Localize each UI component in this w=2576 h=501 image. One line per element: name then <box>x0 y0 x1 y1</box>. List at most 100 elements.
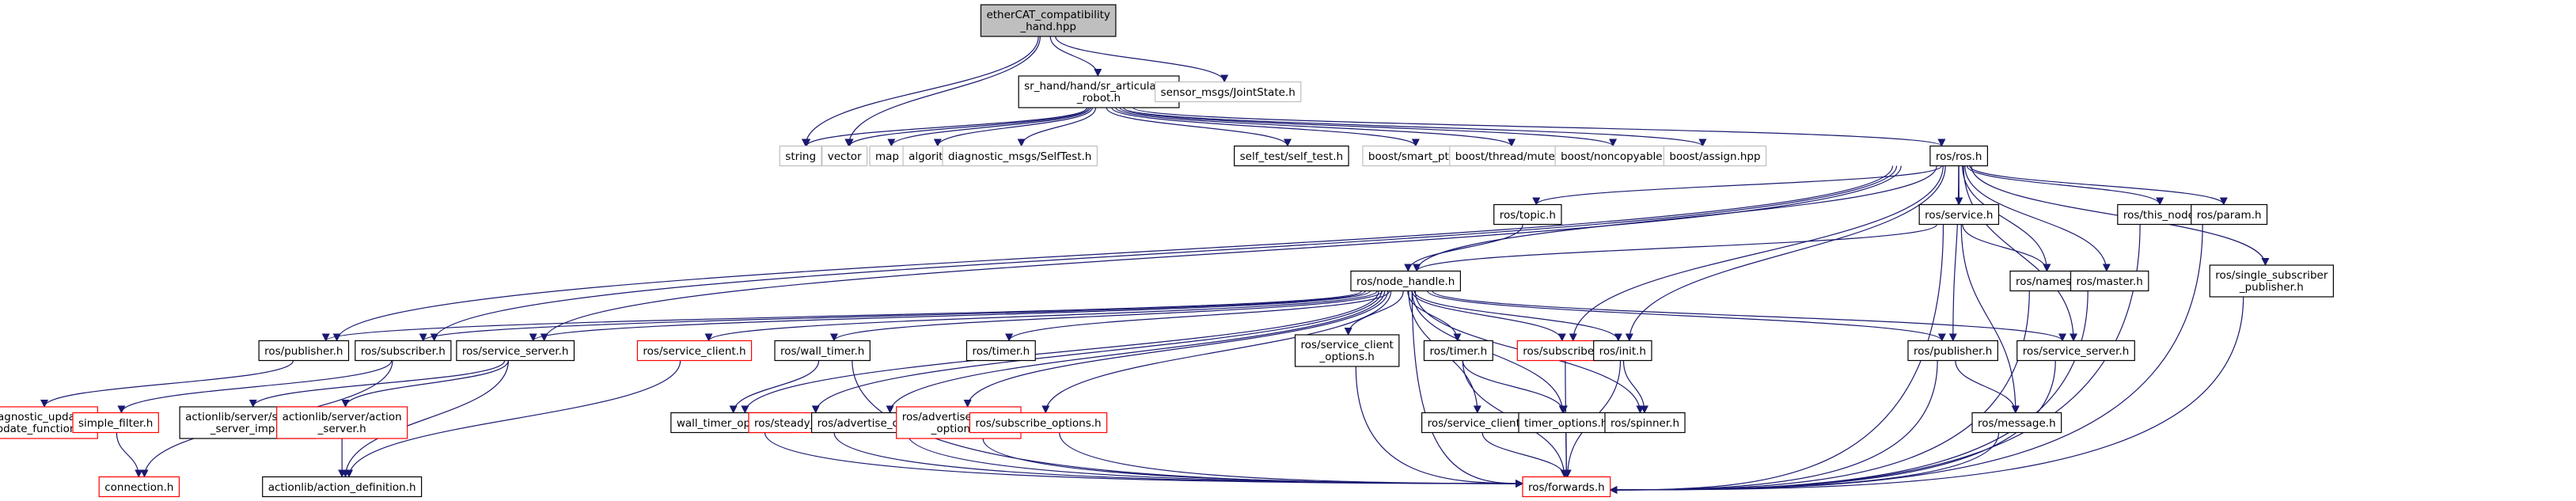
edge-singlesub-to-forwards <box>1609 296 2244 494</box>
node-actdef[interactable]: actionlib/action_definition.h <box>262 476 423 498</box>
node-publisherR[interactable]: ros/publisher.h <box>1907 340 1998 362</box>
node-vector[interactable]: vector <box>821 145 868 167</box>
node-box <box>1663 145 1767 167</box>
node-servclientB[interactable]: ros/service_client.h <box>1421 412 1537 434</box>
node-box <box>1593 340 1652 362</box>
node-map[interactable]: map <box>869 145 905 167</box>
node-label: ros/names.h <box>2016 275 2081 288</box>
edge-ros-to-subscriberL <box>430 165 1898 342</box>
node-box <box>1493 203 1562 226</box>
node-label: ros/node_handle.h <box>1356 275 1455 288</box>
node-master[interactable]: ros/master.h <box>2070 270 2149 292</box>
node-label: ros/ros.h <box>1936 150 1982 163</box>
node-diagupd[interactable]: diagnostic_updater/update_functions.h <box>0 406 98 439</box>
node-label: vector <box>828 150 862 163</box>
node-label: ros/timer.h <box>1429 345 1487 358</box>
node-label: ros/service_client.h <box>643 345 745 358</box>
node-label: ros/service.h <box>1925 209 1993 222</box>
node-sr_art[interactable]: sr_hand/hand/sr_articulated_robot.h <box>1018 75 1180 108</box>
edge-sr_art-to-map <box>887 107 1091 147</box>
node-box <box>1522 476 1611 498</box>
node-timer2[interactable]: ros/timer.h <box>1423 340 1493 362</box>
node-spinner[interactable]: ros/spinner.h <box>1604 412 1686 434</box>
node-label: ros/service_server.h <box>462 345 569 358</box>
edge-ros-to-servserverL <box>540 165 1902 342</box>
edge-ros-to-names <box>1962 165 2051 272</box>
node-string[interactable]: string <box>779 145 822 167</box>
node-subscriberL[interactable]: ros/subscriber.h <box>355 340 452 362</box>
node-selftest[interactable]: self_test/self_test.h <box>1234 145 1349 167</box>
node-label: ros/single_subscriber <box>2215 269 2328 282</box>
node-box <box>2016 340 2135 362</box>
edge-service-to-forwards <box>1609 224 1944 494</box>
node-actserver[interactable]: actionlib/server/action_server.h <box>276 406 408 439</box>
node-root[interactable]: etherCAT_compatibility_hand.hpp <box>980 4 1117 37</box>
node-label: ros/topic.h <box>1500 209 1556 222</box>
node-label: map <box>875 150 899 163</box>
node-servclientR[interactable]: ros/service_client.h <box>636 340 753 362</box>
node-box <box>869 145 905 167</box>
node-label: ros/init.h <box>1599 345 1646 358</box>
edge-nodehandle-to-publisherR <box>1427 290 1946 342</box>
node-timeropt[interactable]: timer_options.h <box>1518 412 1614 434</box>
node-algorithm[interactable]: algorithm <box>902 145 966 167</box>
node-joint[interactable]: sensor_msgs/JointState.h <box>1154 81 1302 103</box>
node-walltimer[interactable]: ros/wall_timer.h <box>774 340 871 362</box>
node-label: ros/subscribe_options.h <box>975 417 1101 430</box>
node-param[interactable]: ros/param.h <box>2191 203 2268 226</box>
node-box <box>1929 145 1989 167</box>
node-service[interactable]: ros/service.h <box>1918 203 2000 226</box>
node-servserverL[interactable]: ros/service_server.h <box>456 340 575 362</box>
node-subopt[interactable]: ros/subscribe_options.h <box>969 412 1108 434</box>
node-box <box>1421 412 1537 434</box>
edge-root-to-sr_art <box>1049 36 1102 77</box>
node-label: etherCAT_compatibility <box>986 9 1110 21</box>
node-assign[interactable]: boost/assign.hpp <box>1663 145 1767 167</box>
node-box <box>774 340 871 362</box>
node-box <box>72 412 159 434</box>
node-box <box>1907 340 1998 362</box>
node-label: ros/service_client.h <box>1428 417 1531 430</box>
node-box <box>1971 412 2062 434</box>
edge-nodehandle-to-sco <box>1344 290 1404 336</box>
edge-nodehandle-to-forwards <box>1411 290 1523 488</box>
node-label: actionlib/server/action <box>283 411 402 423</box>
node-box <box>779 145 822 167</box>
node-box <box>969 412 1108 434</box>
node-label: _server.h <box>317 423 366 435</box>
node-label: ros/subscriber.h <box>1523 345 1607 358</box>
node-label: _server_imp.h <box>210 423 286 435</box>
edge-init-to-spinner <box>1622 360 1648 414</box>
node-selftestmsg[interactable]: diagnostic_msgs/SelfTest.h <box>942 145 1098 167</box>
edge-nodehandle-to-timer1 <box>1005 290 1390 342</box>
edge-sr_art-to-algorithm <box>933 107 1093 147</box>
node-label: ros/publisher.h <box>1914 345 1992 358</box>
node-timer1[interactable]: ros/timer.h <box>966 340 1036 362</box>
node-label: _publisher.h <box>2239 281 2304 294</box>
node-forwards[interactable]: ros/forwards.h <box>1522 476 1611 498</box>
edge-ros-to-param <box>1969 165 2228 206</box>
edge-nodehandle-to-timer2 <box>1407 290 1462 342</box>
node-label: ros/forwards.h <box>1528 481 1605 494</box>
node-servserverR[interactable]: ros/service_server.h <box>2016 340 2135 362</box>
node-label: ros/this_node.h <box>2123 209 2205 222</box>
node-sco[interactable]: ros/service_client_options.h <box>1294 334 1400 367</box>
node-message[interactable]: ros/message.h <box>1971 412 2062 434</box>
node-publisherL[interactable]: ros/publisher.h <box>258 340 350 362</box>
node-connection[interactable]: connection.h <box>98 476 180 498</box>
node-label: diagnostic_msgs/SelfTest.h <box>948 150 1091 163</box>
edge-nodehandle-to-wto <box>741 290 1379 414</box>
node-init[interactable]: ros/init.h <box>1593 340 1652 362</box>
edge-timer2-to-timeropt <box>1462 360 1568 414</box>
edge-servserverL-to-actdef <box>341 360 510 478</box>
node-label: ros/master.h <box>2077 275 2143 288</box>
edge-message-to-forwards <box>1609 432 2000 494</box>
node-ros[interactable]: ros/ros.h <box>1929 145 1989 167</box>
edge-nodehandle-to-advsrv <box>963 290 1389 408</box>
node-simplefilter[interactable]: simple_filter.h <box>72 412 159 434</box>
edge-ros-to-nodehandle <box>1413 165 1937 272</box>
node-singlesub[interactable]: ros/single_subscriber_publisher.h <box>2209 264 2335 298</box>
node-nodehandle[interactable]: ros/node_handle.h <box>1350 270 1461 292</box>
edge-sr_art-to-assign <box>1123 107 1707 147</box>
node-topic[interactable]: ros/topic.h <box>1493 203 1562 226</box>
